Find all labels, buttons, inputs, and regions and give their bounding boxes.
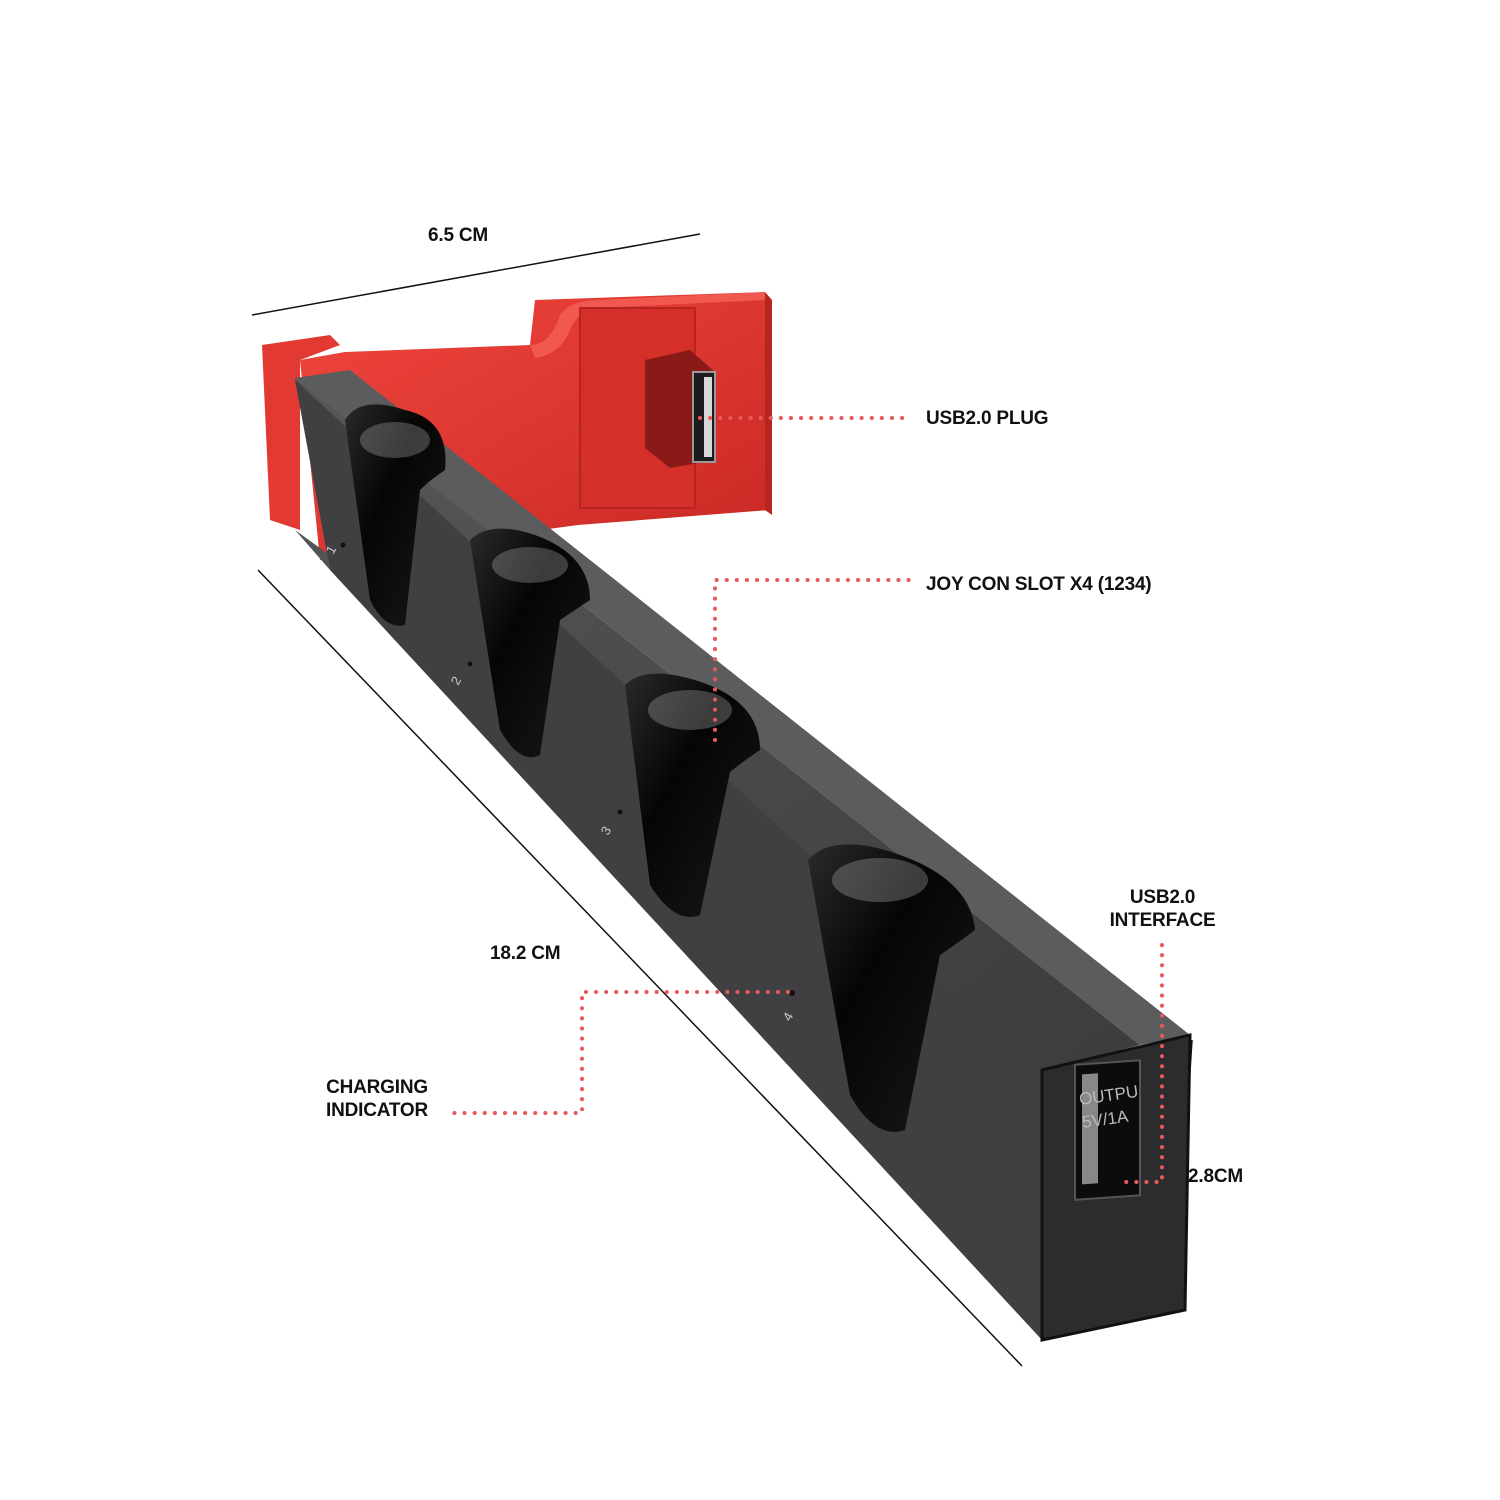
length-dimension-line — [257, 569, 1023, 1367]
usb-plug — [645, 350, 716, 468]
charging-bar — [295, 370, 1192, 1342]
charging-indicator-led — [789, 990, 795, 996]
callout-charging-indicator: CHARGING INDICATOR — [312, 1076, 442, 1122]
callout-charging-line2: INDICATOR — [326, 1100, 428, 1121]
width-label: 6.5 CM — [428, 225, 489, 246]
joycon-slots — [345, 404, 975, 1132]
slot-2 — [470, 528, 590, 758]
callout-usb-interface-line1: USB2.0 — [1129, 887, 1196, 908]
callout-charging-line1: CHARGING — [326, 1077, 428, 1098]
usb-output-port — [1074, 1059, 1141, 1201]
height-label: 2.8CM — [1188, 1166, 1243, 1187]
callout-usb-interface-line2: INTERFACE — [1109, 910, 1216, 931]
leader-charging-indicator — [448, 990, 790, 1115]
slot-3 — [625, 673, 760, 917]
callout-joycon-slots: JOY CON SLOT X4 (1234) — [926, 574, 1152, 595]
slot-4 — [808, 844, 975, 1132]
length-label: 18.2 CM — [490, 943, 561, 964]
slot-1 — [345, 404, 446, 626]
leader-joycon-slots — [713, 578, 912, 742]
leader-usb-interface — [1118, 943, 1164, 1184]
width-dimension-line — [251, 233, 701, 316]
slot-indicators — [340, 542, 795, 996]
callout-usb-plug: USB2.0 PLUG — [926, 408, 1049, 429]
callout-usb-interface: USB2.0 INTERFACE — [1100, 886, 1225, 932]
